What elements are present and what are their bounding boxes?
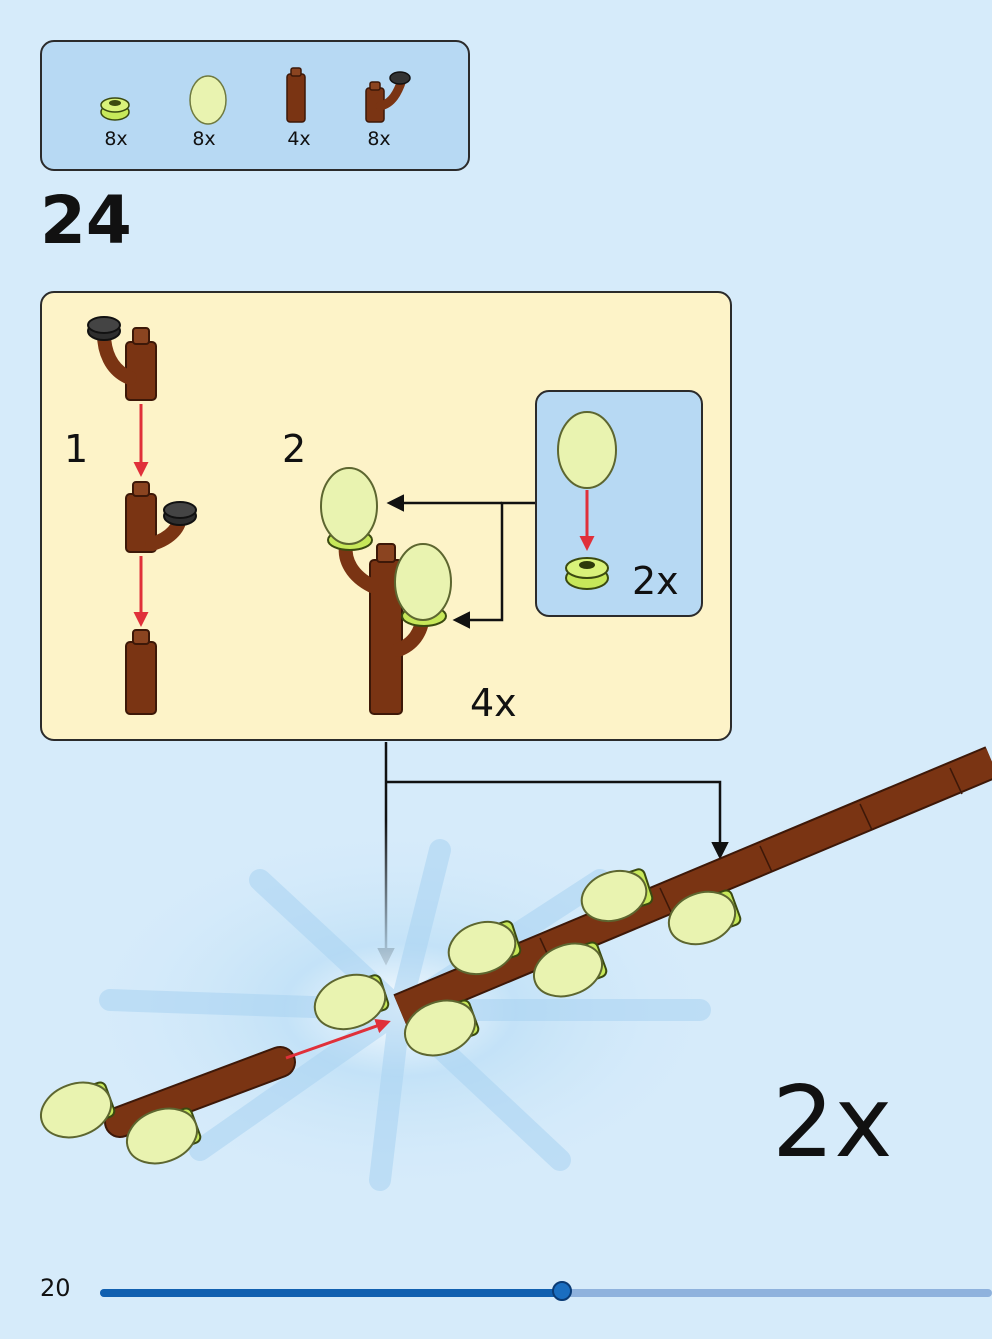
red-arrow: [285, 1018, 391, 1060]
branch-piece-icon: [365, 71, 411, 123]
round-plate: [565, 557, 609, 590]
part-count-cylinder: 4x: [287, 128, 311, 150]
sub-step-1-label: 1: [64, 427, 89, 471]
part-count-branch: 8x: [367, 128, 391, 150]
inner-sub-assembly-box: [535, 390, 703, 617]
progress-indicator: [552, 1281, 573, 1301]
egg-piece-icon: [189, 75, 227, 125]
placement-arrow: [386, 780, 729, 860]
main-multiplier: 2x: [772, 1066, 893, 1180]
part-count-egg: 8x: [192, 128, 216, 150]
egg-piece: [557, 411, 617, 489]
branch-piece-1: [87, 316, 157, 401]
part-count-round-plate: 8x: [104, 128, 128, 150]
inner-sub-assembly-multiplier: 2x: [632, 559, 679, 603]
brown-cylinder-icon: [286, 67, 306, 123]
catkin-buds: [40, 868, 742, 1165]
round-plate-icon: [100, 97, 130, 121]
placement-arrow: [452, 501, 535, 629]
branch-assembly: [320, 467, 452, 715]
step-number: 24: [40, 182, 132, 259]
branch-piece-2: [125, 481, 197, 553]
sub-step-2-label: 2: [282, 427, 307, 471]
progress-bar: [100, 1281, 992, 1301]
page-number: 20: [40, 1274, 71, 1302]
progress-bar-fill: [100, 1289, 563, 1297]
sub-assembly-multiplier: 4x: [470, 681, 517, 725]
brown-cylinder: [125, 629, 157, 715]
